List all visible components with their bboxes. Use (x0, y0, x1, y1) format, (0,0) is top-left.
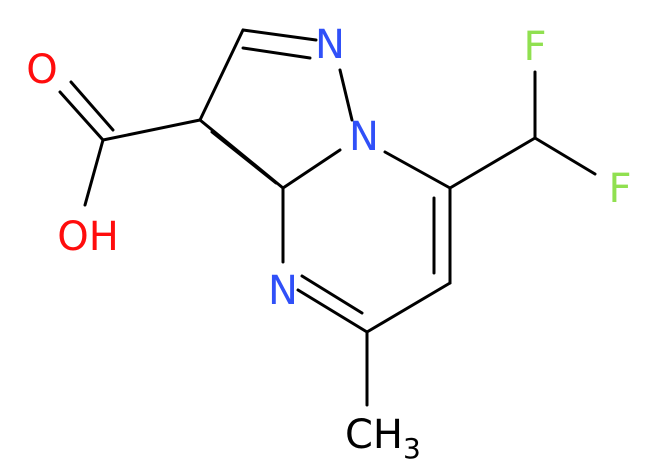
atom-o-carbonyl: O (26, 47, 57, 93)
bond-c-oh (83, 138, 105, 207)
bond-carbonyl-outer (58, 90, 105, 142)
bond-c7-n7a (383, 150, 452, 190)
atom-n-bridge: N (349, 114, 379, 160)
bond-c3-cooh (101, 118, 202, 142)
atom-oh: OH (57, 214, 119, 260)
bond-n1-n7a (338, 68, 354, 122)
atom-f-upper: F (523, 24, 546, 70)
atom-f-lower: F (608, 166, 631, 212)
bond-cf2-f-lower (533, 136, 597, 176)
bond-n4-c5 (296, 288, 369, 334)
atom-labels: N N N O OH F F CH3 (26, 22, 631, 465)
atom-n-pyrazole: N (315, 22, 345, 68)
bond-n7a-c3a (281, 148, 342, 190)
atom-n-pyrimidine: N (268, 268, 298, 314)
bond-c7-cf2 (448, 136, 537, 190)
bond-n4-c5-inner (300, 274, 364, 315)
bond-c5-c6 (365, 281, 452, 334)
atom-methyl: CH3 (345, 412, 421, 465)
bond-lines (58, 28, 597, 407)
bond-c3-c3a-inner (210, 130, 278, 185)
bond-c2-c3 (198, 28, 245, 122)
bond-carbonyl-inner (69, 80, 115, 132)
bond-c2-n1-inner (241, 46, 312, 60)
bond-c2-n1 (241, 28, 318, 42)
